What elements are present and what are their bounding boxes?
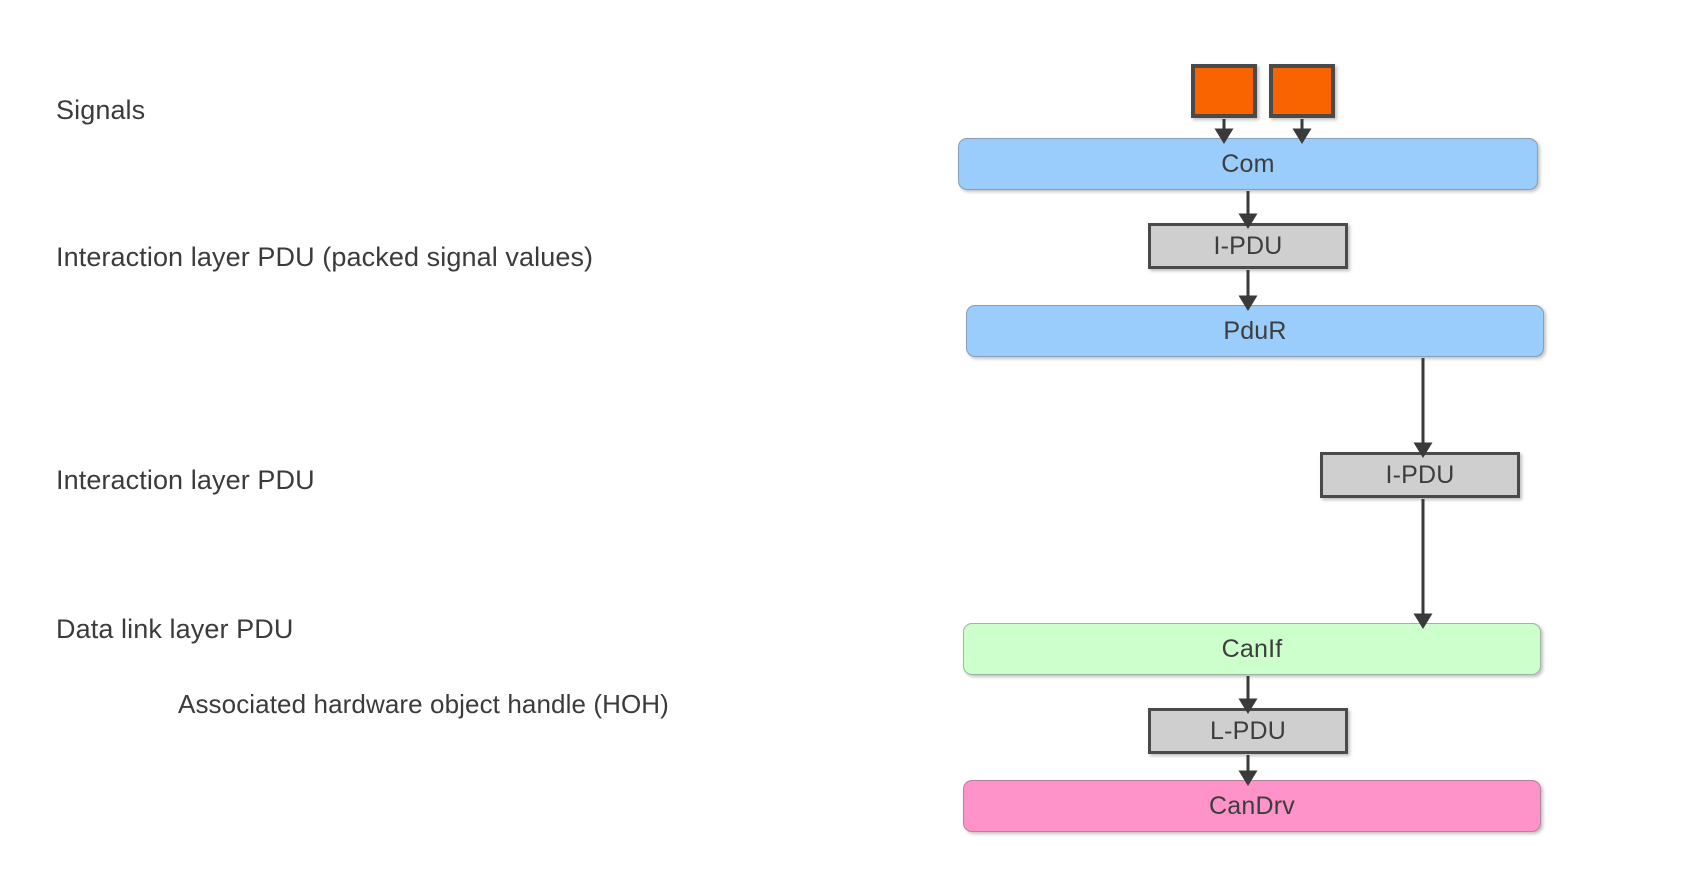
module-com[interactable]: Com xyxy=(958,138,1538,190)
signal-square-2 xyxy=(1269,64,1335,118)
label-data-link-layer-pdu: Data link layer PDU xyxy=(56,614,294,644)
pdu-box-ipdu-mid-label: I-PDU xyxy=(1385,460,1455,489)
pdu-box-ipdu-top[interactable]: I-PDU xyxy=(1148,223,1348,269)
pdu-box-lpdu-label: L-PDU xyxy=(1209,716,1286,745)
pdu-box-lpdu[interactable]: L-PDU xyxy=(1148,708,1348,754)
pdu-box-ipdu-mid[interactable]: I-PDU xyxy=(1320,452,1520,498)
label-interaction-layer-pdu: Interaction layer PDU xyxy=(56,465,315,495)
module-com-label: Com xyxy=(1221,149,1275,178)
module-pdur[interactable]: PduR xyxy=(966,305,1544,357)
module-pdur-label: PduR xyxy=(1223,316,1287,345)
module-candrv-label: CanDrv xyxy=(1209,791,1295,820)
module-candrv[interactable]: CanDrv xyxy=(963,780,1541,832)
pdu-box-ipdu-top-label: I-PDU xyxy=(1213,231,1283,260)
label-interaction-layer-pdu-packed: Interaction layer PDU (packed signal val… xyxy=(56,242,594,272)
module-canif[interactable]: CanIf xyxy=(963,623,1541,675)
module-canif-label: CanIf xyxy=(1221,634,1283,663)
label-hardware-object-handle: Associated hardware object handle (HOH) xyxy=(178,689,669,719)
label-signals: Signals xyxy=(56,95,146,125)
signal-square-1 xyxy=(1191,64,1257,118)
